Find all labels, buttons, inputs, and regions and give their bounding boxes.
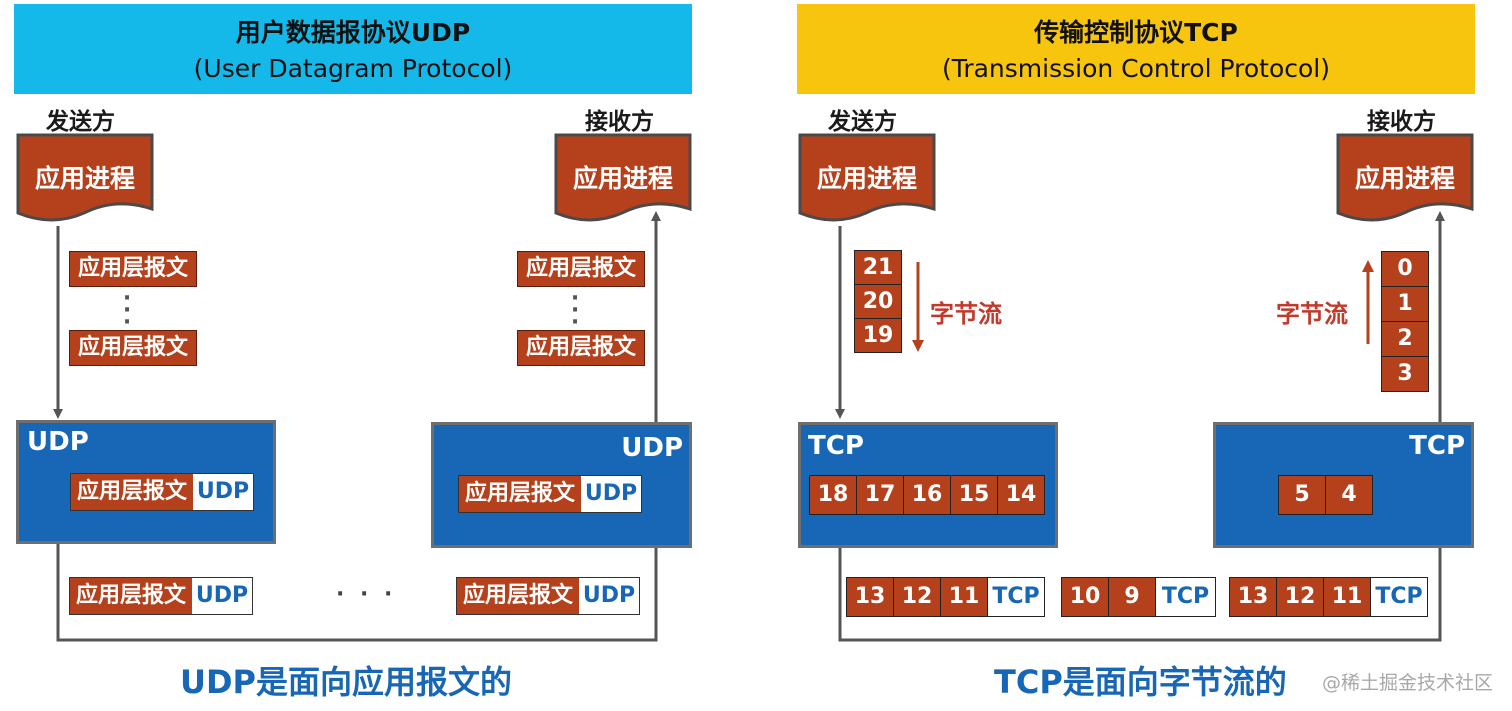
udp-receiver-process-label: 应用进程	[572, 164, 673, 193]
udp-channel-hdots: · · ·	[336, 582, 397, 607]
byte-cell: 12	[894, 578, 940, 616]
tcp-receiver-process: 应用进程	[1336, 133, 1474, 225]
udp-sender-process: 应用进程	[16, 133, 154, 225]
byte-cell: 0	[1382, 252, 1428, 286]
tcp-segment-header: TCP	[1156, 578, 1215, 616]
udp-receiver-label: 接收方	[585, 109, 654, 135]
udp-datagram-data: 应用层报文	[71, 474, 194, 510]
udp-sender-process-label: 应用进程	[34, 164, 135, 193]
byte-cell: 9	[1109, 578, 1155, 616]
udp-subtitle: (User Datagram Protocol)	[193, 54, 513, 83]
udp-sender-label: 发送方	[46, 109, 115, 135]
tcp-sender-box: TCP 18 17 16 15 14	[798, 422, 1058, 548]
tcp-segment-3: 13 12 11 TCP	[1229, 577, 1428, 617]
byte-cell: 17	[857, 476, 903, 514]
byte-cell: 12	[1277, 578, 1323, 616]
udp-datagram-data: 应用层报文	[70, 578, 193, 614]
tcp-sender-byte-stream: 21 20 19	[854, 250, 902, 353]
udp-sender-app-msg-2: 应用层报文	[69, 330, 197, 366]
tcp-title-banner: 传输控制协议TCP (Transmission Control Protocol…	[797, 4, 1475, 94]
byte-cell: 14	[998, 476, 1044, 514]
udp-sender-vdots: ···	[122, 286, 132, 335]
udp-footer: UDP是面向应用报文的	[180, 663, 513, 701]
tcp-sender-buffer: 18 17 16 15 14	[809, 475, 1045, 515]
tcp-segment-header: TCP	[1371, 578, 1427, 616]
byte-cell: 18	[810, 476, 856, 514]
byte-cell: 21	[855, 251, 901, 284]
tcp-segment-1: 13 12 11 TCP	[846, 577, 1045, 617]
udp-sender-box: UDP 应用层报文 UDP	[16, 420, 276, 544]
udp-datagram-header: UDP	[193, 474, 254, 510]
udp-datagram-data: 应用层报文	[459, 476, 582, 512]
udp-sender-box-label: UDP	[27, 427, 89, 457]
byte-cell: 2	[1382, 322, 1428, 356]
tcp-receiver-stream-label: 字节流	[1276, 300, 1348, 328]
tcp-title: 传输控制协议TCP	[1034, 18, 1238, 47]
udp-title-banner: 用户数据报协议UDP (User Datagram Protocol)	[14, 4, 692, 94]
byte-cell: 19	[855, 319, 901, 352]
udp-receiver-app-msg-1: 应用层报文	[517, 251, 645, 287]
udp-receiver-box: UDP 应用层报文 UDP	[431, 422, 692, 548]
byte-cell: 3	[1382, 357, 1428, 391]
tcp-receiver-byte-stream: 0 1 2 3	[1381, 251, 1429, 392]
tcp-sender-stream-label: 字节流	[930, 300, 1002, 328]
udp-datagram-header: UDP	[192, 578, 253, 614]
udp-receiver-box-label: UDP	[621, 433, 683, 463]
udp-channel-datagram-2: 应用层报文 UDP	[456, 577, 641, 615]
udp-datagram-data: 应用层报文	[457, 578, 580, 614]
udp-sender-datagram: 应用层报文 UDP	[70, 473, 255, 511]
watermark: @稀土掘金技术社区	[1322, 672, 1494, 694]
tcp-sender-label: 发送方	[828, 109, 897, 135]
udp-receiver-vdots: ···	[570, 286, 580, 335]
udp-datagram-header: UDP	[581, 476, 642, 512]
udp-receiver-app-msg-2: 应用层报文	[517, 330, 645, 366]
byte-cell: 5	[1279, 476, 1325, 514]
byte-cell: 16	[904, 476, 950, 514]
tcp-footer: TCP是面向字节流的	[994, 663, 1287, 701]
tcp-subtitle: (Transmission Control Protocol)	[941, 54, 1330, 83]
tcp-sender-process: 应用进程	[798, 133, 936, 225]
udp-datagram-header: UDP	[579, 578, 640, 614]
byte-cell: 11	[941, 578, 987, 616]
byte-cell: 10	[1062, 578, 1108, 616]
tcp-segment-2: 10 9 TCP	[1061, 577, 1216, 617]
tcp-receiver-box: TCP 5 4	[1213, 422, 1474, 548]
byte-cell: 13	[1230, 578, 1276, 616]
byte-cell: 11	[1324, 578, 1370, 616]
tcp-sender-process-label: 应用进程	[816, 164, 917, 193]
byte-cell: 13	[847, 578, 893, 616]
udp-receiver-datagram: 应用层报文 UDP	[458, 475, 643, 513]
tcp-receiver-label: 接收方	[1367, 109, 1436, 135]
byte-cell: 4	[1326, 476, 1372, 514]
udp-channel-datagram-1: 应用层报文 UDP	[69, 577, 254, 615]
udp-sender-app-msg-1: 应用层报文	[69, 251, 197, 287]
tcp-receiver-box-label: TCP	[1409, 431, 1465, 461]
udp-channel	[56, 544, 658, 642]
tcp-sender-box-label: TCP	[808, 431, 864, 461]
tcp-segment-header: TCP	[988, 578, 1044, 616]
byte-cell: 20	[855, 285, 901, 318]
tcp-channel	[838, 546, 1442, 642]
tcp-receiver-buffer: 5 4	[1278, 475, 1373, 515]
byte-cell: 1	[1382, 287, 1428, 321]
byte-cell: 15	[951, 476, 997, 514]
tcp-receiver-process-label: 应用进程	[1354, 164, 1455, 193]
udp-title: 用户数据报协议UDP	[235, 18, 471, 47]
udp-receiver-process: 应用进程	[554, 133, 692, 225]
